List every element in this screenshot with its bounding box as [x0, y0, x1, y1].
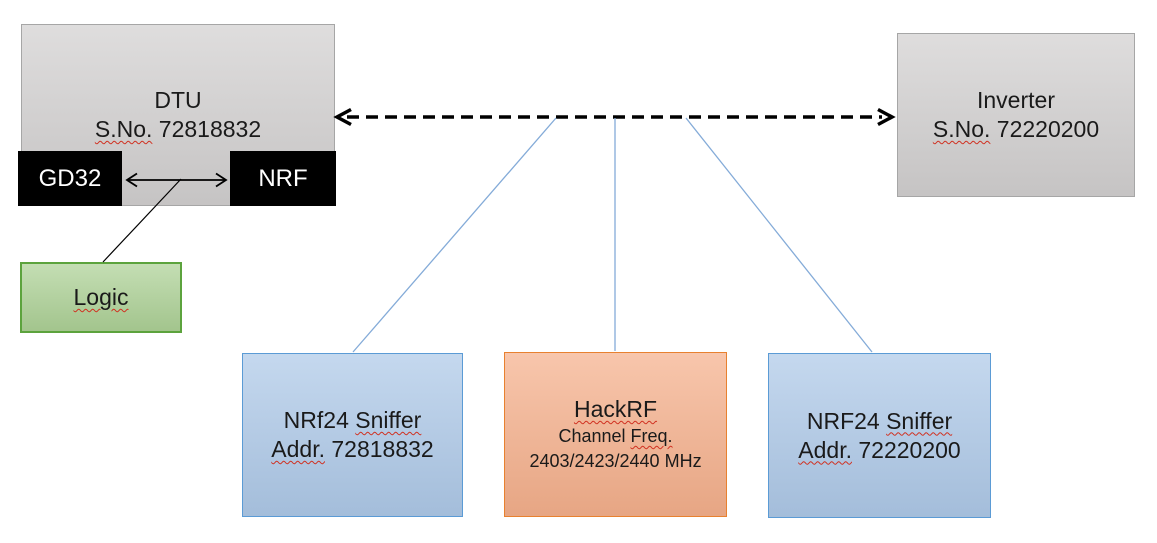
- arrowhead-left-icon: [333, 107, 352, 127]
- hackrf-box: HackRF Channel Freq. 2403/2423/2440 MHz: [504, 352, 727, 517]
- hackrf-subtitle-word: Freq.: [630, 426, 673, 446]
- sniffer1-addr-number: 72818832: [324, 436, 434, 462]
- sniffer1-addr: Addr. 72818832: [271, 435, 433, 464]
- inverter-serial-number: 72220200: [990, 116, 1100, 142]
- sniffer2-addr-number: 72220200: [851, 436, 961, 463]
- logic-label: Logic: [73, 284, 129, 310]
- hackrf-subtitle-prefix: Channel: [558, 426, 631, 446]
- sniffer2-title-prefix: NRF24: [806, 407, 887, 434]
- dtu-serial: S.No. 72818832: [95, 115, 261, 144]
- arrowhead-right-icon: [877, 107, 896, 127]
- gd32-label: GD32: [38, 164, 102, 192]
- sniffer1-addr-label: Addr.: [271, 436, 325, 462]
- dtu-inverter-dashed-arrow: [333, 107, 896, 127]
- dtu-serial-label: S.No.: [94, 116, 153, 142]
- hackrf-title: HackRF: [573, 396, 658, 422]
- sniffer2-box: NRF24 Sniffer Addr. 72220200: [768, 353, 991, 518]
- logic-box: Logic: [20, 262, 182, 333]
- nrf-chip-box: NRF: [230, 151, 336, 206]
- inverter-title: Inverter: [977, 87, 1055, 113]
- rf-tap-line-sniffer2: [685, 117, 873, 353]
- rf-tap-line-sniffer1: [352, 117, 557, 353]
- inverter-box: Inverter S.No. 72220200: [897, 33, 1135, 197]
- dtu-title: DTU: [154, 87, 202, 113]
- sniffer1-box: NRf24 Sniffer Addr. 72818832: [242, 353, 463, 517]
- inverter-serial-label: S.No.: [932, 116, 991, 142]
- sniffer2-addr-label: Addr.: [798, 436, 852, 463]
- hackrf-frequencies: 2403/2423/2440 MHz: [529, 451, 702, 471]
- nrf-label: NRF: [258, 164, 308, 192]
- sniffer1-title-word: Sniffer: [355, 407, 422, 433]
- hackrf-subtitle: Channel Freq.: [558, 424, 672, 449]
- dtu-serial-number: 72818832: [152, 116, 262, 142]
- sniffer1-title: NRf24 Sniffer: [284, 406, 422, 435]
- inverter-serial: S.No. 72220200: [933, 115, 1099, 144]
- sniffer2-title: NRF24 Sniffer: [807, 407, 952, 436]
- sniffer2-title-word: Sniffer: [886, 407, 953, 434]
- sniffer1-title-prefix: NRf24: [283, 407, 356, 433]
- gd32-chip-box: GD32: [18, 151, 122, 206]
- sniffer2-addr: Addr. 72220200: [798, 436, 960, 465]
